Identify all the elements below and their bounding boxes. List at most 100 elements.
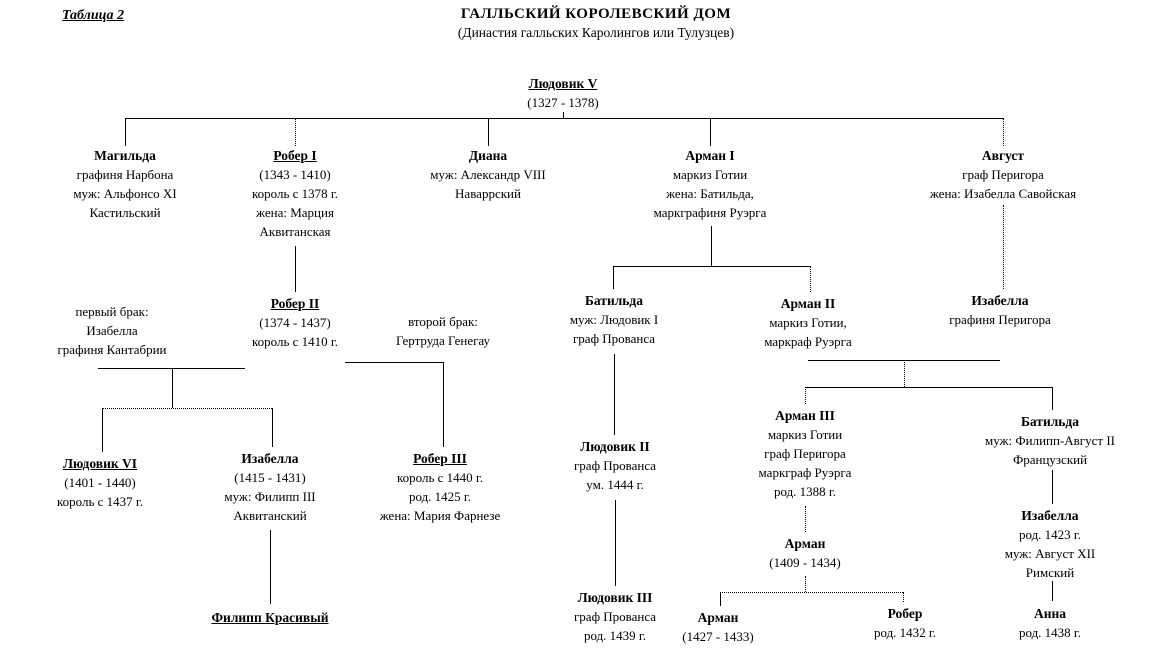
tree-line-drop-rober1 bbox=[295, 118, 296, 146]
person-node-rober-1432: Робер род. 1432 г. bbox=[805, 604, 1005, 642]
person-detail: муж: Альфонсо XI bbox=[73, 186, 177, 201]
marriage-note-line: первый брак: bbox=[75, 304, 149, 319]
person-node-batilda-ii: Батильда муж: Филипп-Август II Французск… bbox=[945, 412, 1152, 469]
person-name: Людовик V bbox=[528, 76, 598, 91]
person-node-ludovik-iii: Людовик III граф Прованса род. 1439 г. bbox=[515, 588, 715, 645]
person-name: Робер III bbox=[413, 451, 467, 466]
tree-line-drop-avgust bbox=[1003, 118, 1004, 146]
tree-line-first-marriage-bar bbox=[98, 368, 245, 369]
table-number-label: Таблица 2 bbox=[62, 8, 124, 23]
person-detail: (1415 - 1431) bbox=[234, 470, 306, 485]
marriage-note-line: второй брак: bbox=[408, 314, 478, 329]
person-detail: муж: Людовик I bbox=[569, 312, 659, 327]
tree-line-drop-diana bbox=[488, 118, 489, 146]
tree-line-second-marriage-bar bbox=[345, 362, 443, 363]
tree-line-avgust-izabella bbox=[1003, 205, 1004, 289]
tree-line-izabella1415-filipp bbox=[270, 530, 271, 604]
tree-line-drop-ludovik6 bbox=[102, 408, 103, 452]
tree-line-drop-magilda bbox=[125, 118, 126, 146]
person-name: Изабелла bbox=[241, 451, 299, 466]
person-node-arman-1409: Арман (1409 - 1434) bbox=[705, 534, 905, 572]
person-detail: маркиз Готии bbox=[672, 167, 748, 182]
person-node-arman-ii: Арман II маркиз Готии, маркраф Руэрга bbox=[708, 294, 908, 351]
tree-line-drop-batilda1 bbox=[613, 266, 614, 289]
tree-line-batilda1-ludovik2 bbox=[614, 354, 615, 435]
person-detail: король с 1440 г. bbox=[396, 470, 484, 485]
person-node-ludovik-vi: Людовик VI (1401 - 1440) король с 1437 г… bbox=[0, 454, 200, 511]
person-detail: граф Перигора bbox=[962, 167, 1044, 182]
marriage-note-second: второй брак: Гертруда Генегау bbox=[343, 312, 543, 350]
person-detail: графиня Нарбона bbox=[76, 167, 174, 182]
tree-line-drop-rober1432 bbox=[903, 592, 904, 602]
tree-line-bracket-rober2-children bbox=[102, 408, 272, 409]
person-node-avgust: Август граф Перигора жена: Изабелла Саво… bbox=[898, 146, 1108, 203]
marriage-note-line: Гертруда Генегау bbox=[395, 333, 491, 348]
person-detail: (1409 - 1434) bbox=[769, 555, 841, 570]
tree-line-drop-izabella1415 bbox=[272, 408, 273, 447]
tree-line-arman2-marriage-drop bbox=[904, 360, 905, 387]
tree-line-arman1-down bbox=[711, 226, 712, 266]
person-detail: жена: Мария Фарнезе bbox=[379, 508, 501, 523]
marriage-note-first: первый брак: Изабелла графиня Кантабрии bbox=[12, 302, 212, 359]
person-detail: Аквитанская bbox=[259, 224, 331, 239]
person-name: Робер II bbox=[270, 296, 320, 311]
tree-line-gen1-bar bbox=[125, 118, 1003, 119]
person-node-rober-ii: Робер II (1374 - 1437) король с 1410 г. bbox=[195, 294, 395, 351]
person-detail: род. 1438 г. bbox=[1018, 625, 1082, 640]
tree-line-bracket-arman1-children bbox=[613, 266, 810, 267]
person-detail: маркраф Руэрга bbox=[764, 334, 852, 349]
tree-line-drop-batilda2 bbox=[1052, 387, 1053, 410]
person-detail: графиня Перигора bbox=[949, 312, 1051, 327]
person-node-izabella-1423: Изабелла род. 1423 г. муж: Август XII Ри… bbox=[950, 506, 1150, 582]
person-detail: жена: Батильда, bbox=[666, 186, 754, 201]
page-title: ГАЛЛЬСКИЙ КОРОЛЕВСКИЙ ДОМ bbox=[460, 6, 732, 22]
tree-line-root-riser bbox=[563, 112, 564, 118]
person-detail: жена: Изабелла Савойская bbox=[929, 186, 1077, 201]
person-detail: граф Прованса bbox=[572, 331, 656, 346]
person-detail: маркграф Руэрга bbox=[758, 465, 852, 480]
person-name: Робер bbox=[887, 606, 923, 621]
person-detail: род. 1423 г. bbox=[1018, 527, 1082, 542]
person-name: Август bbox=[981, 148, 1025, 163]
person-name: Анна bbox=[1033, 606, 1067, 621]
person-name: Изабелла bbox=[1021, 508, 1079, 523]
person-detail: король с 1410 г. bbox=[251, 334, 339, 349]
person-detail: муж: Филипп III bbox=[224, 489, 316, 504]
person-detail: (1374 - 1437) bbox=[259, 315, 331, 330]
tree-line-bracket-arman2-children bbox=[805, 387, 1052, 388]
person-node-izabella-perigora: Изабелла графиня Перигора bbox=[900, 291, 1100, 329]
person-name: Арман II bbox=[780, 296, 836, 311]
tree-line-batilda2-izabella1423 bbox=[1052, 470, 1053, 504]
person-node-diana: Диана муж: Александр VIII Наваррский bbox=[388, 146, 588, 203]
tree-line-rober1-rober2 bbox=[295, 246, 296, 292]
person-node-anna: Анна род. 1438 г. bbox=[950, 604, 1150, 642]
marriage-note-line: Изабелла bbox=[86, 323, 138, 338]
person-detail: граф Прованса bbox=[573, 609, 657, 624]
tree-line-drop-arman3 bbox=[805, 387, 806, 404]
person-name: Диана bbox=[468, 148, 508, 163]
person-detail: граф Перигора bbox=[764, 446, 846, 461]
page-header: ГАЛЛЬСКИЙ КОРОЛЕВСКИЙ ДОМ (Династия галл… bbox=[40, 6, 1152, 41]
person-name: Людовик VI bbox=[62, 456, 138, 471]
person-detail: маркиз Готии bbox=[767, 427, 843, 442]
person-detail: муж: Филипп-Август II bbox=[984, 433, 1116, 448]
person-detail: муж: Август XII bbox=[1004, 546, 1096, 561]
marriage-note-line: графиня Кантабрии bbox=[57, 342, 167, 357]
person-detail: маркиз Готии, bbox=[769, 315, 847, 330]
person-name: Людовик III bbox=[577, 590, 653, 605]
person-detail: король с 1437 г. bbox=[56, 494, 144, 509]
person-name: Арман bbox=[697, 610, 739, 625]
person-detail: род. 1425 г. bbox=[408, 489, 472, 504]
person-detail: маркграфиня Руэрга bbox=[653, 205, 767, 220]
person-name: Робер I bbox=[273, 148, 317, 163]
person-name: Филипп Красивый bbox=[211, 610, 329, 625]
person-detail: (1401 - 1440) bbox=[64, 475, 136, 490]
person-node-magilda: Магильда графиня Нарбона муж: Альфонсо X… bbox=[25, 146, 225, 222]
person-node-rober-i: Робер I (1343 - 1410) король с 1378 г. ж… bbox=[195, 146, 395, 241]
tree-line-drop-arman1 bbox=[710, 118, 711, 146]
person-node-arman-i: Арман I маркиз Готии жена: Батильда, мар… bbox=[610, 146, 810, 222]
person-node-ludovik-ii: Людовик II граф Прованса ум. 1444 г. bbox=[515, 437, 715, 494]
tree-line-ludovik2-ludovik3 bbox=[615, 500, 616, 586]
person-node-arman-iii: Арман III маркиз Готии граф Перигора мар… bbox=[705, 406, 905, 501]
